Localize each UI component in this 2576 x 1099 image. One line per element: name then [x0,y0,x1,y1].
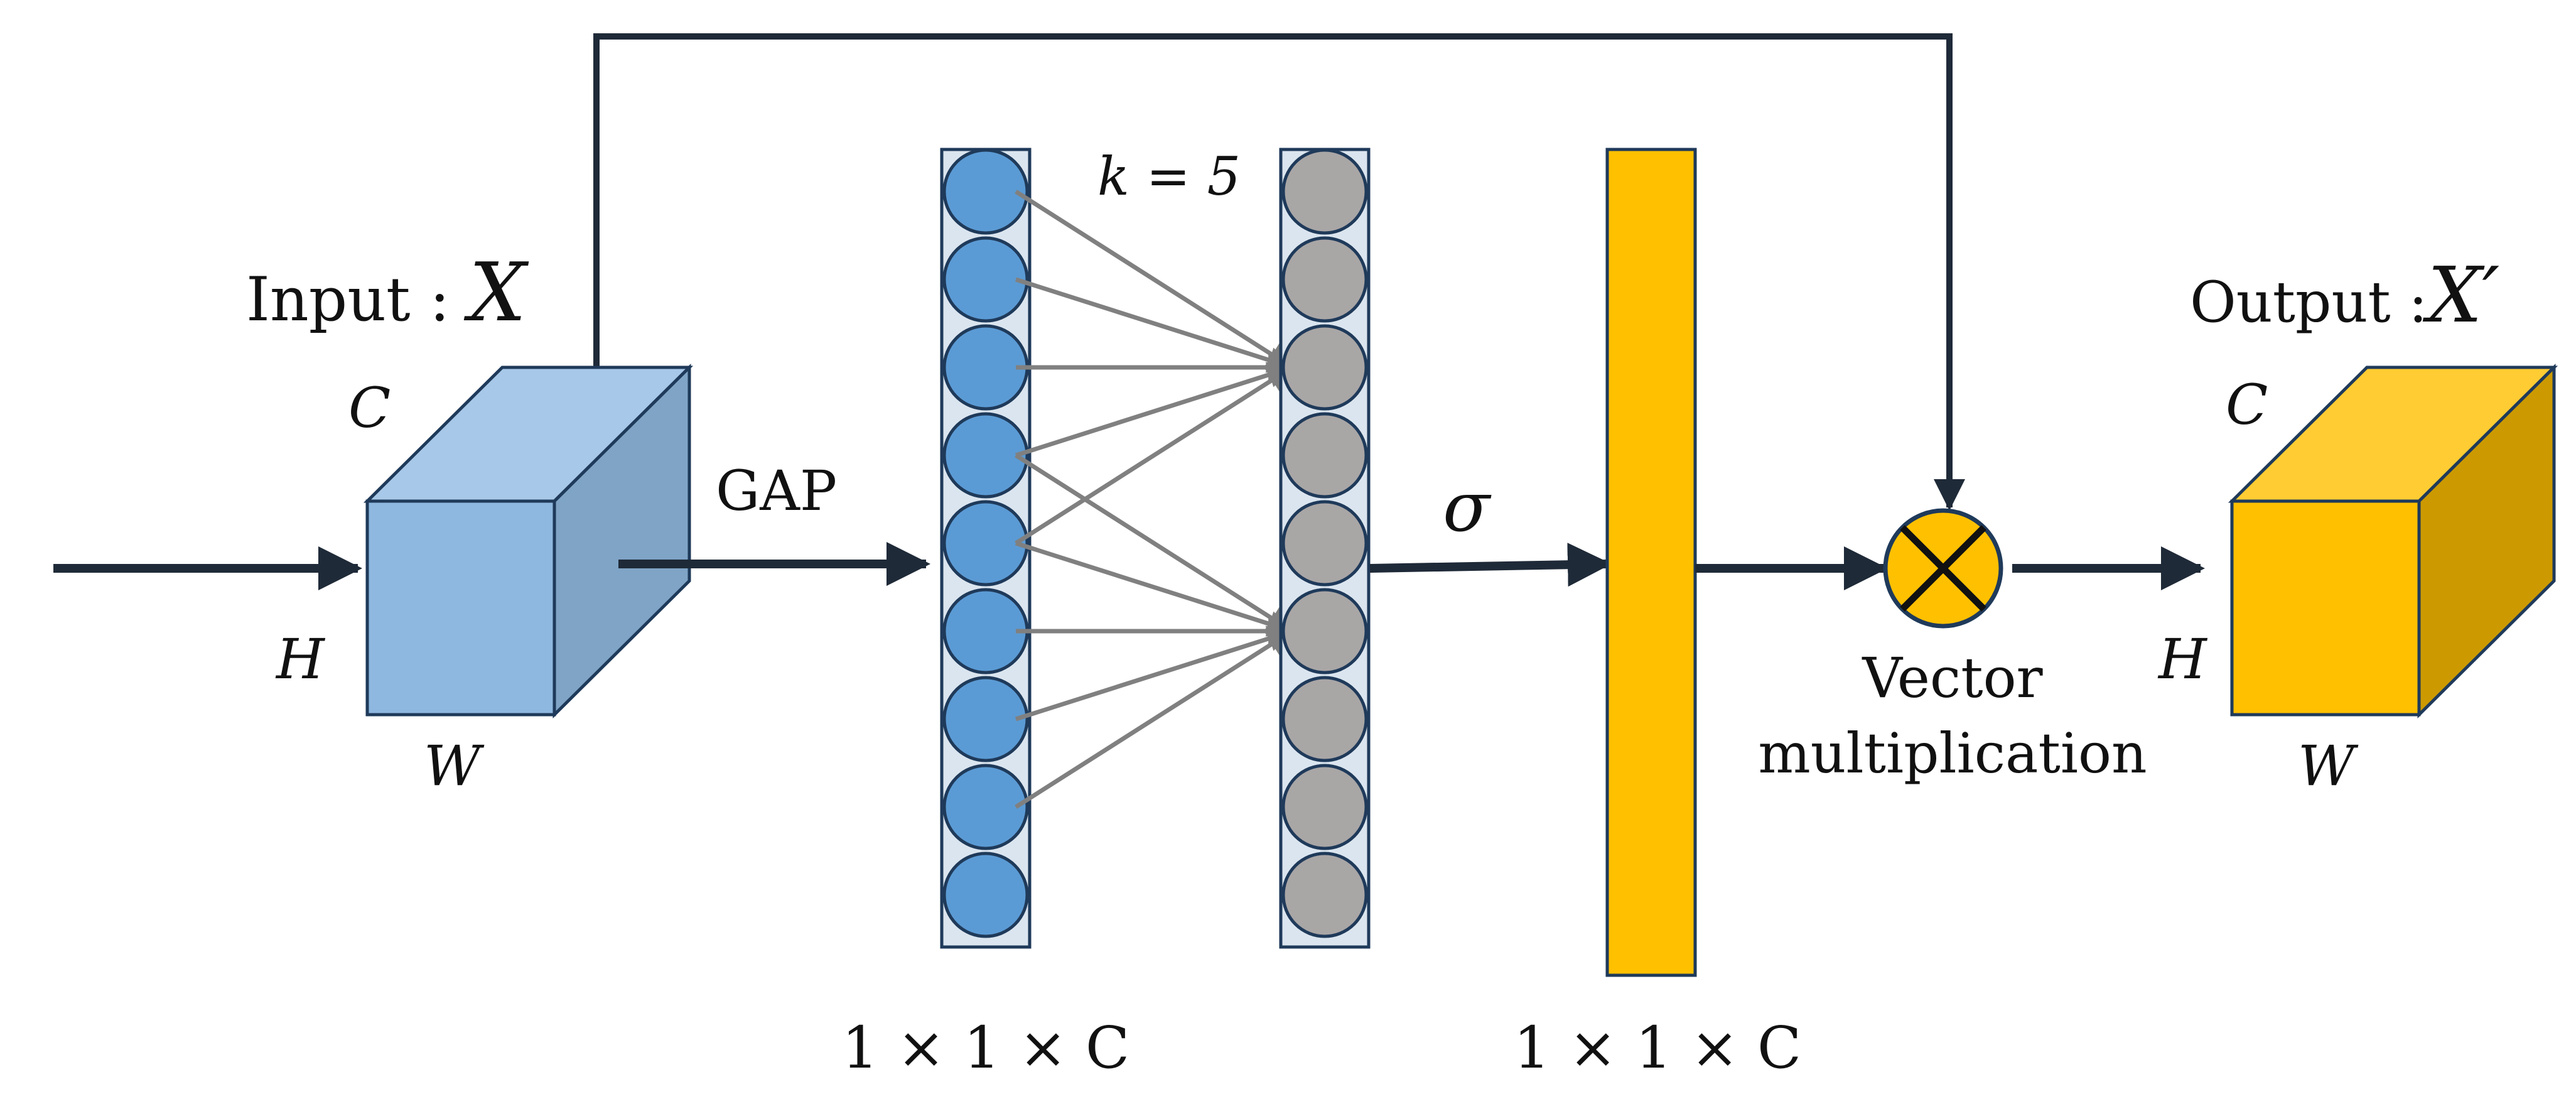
output-dim-w: W [2298,734,2359,798]
output-dim-h: H [2157,627,2208,691]
conv-node [1281,676,1368,762]
input-dim-w: W [424,734,485,798]
conv-connection-line [1015,629,1295,809]
gap-label: GAP [716,458,837,523]
sigma-arrow [1369,543,1612,587]
input-label: Input : X [246,246,529,340]
sigma-label: σ [1443,467,1492,547]
output-cube-front [2230,499,2421,717]
conv-connection-line [1015,453,1295,633]
conv-node [1281,852,1368,938]
pooled-node [942,764,1029,850]
kernel-label: k = 5 [1097,146,1241,207]
conv-node [1281,500,1368,587]
pooled-node [942,588,1029,674]
conv-node [1281,148,1368,235]
multiply-label-line2: multiplication [1758,721,2147,786]
pooled-node [942,236,1029,323]
conv-node [1281,588,1368,674]
multiply-icon [1883,508,2003,629]
output-label: Output :X′ [2190,251,2499,340]
multiply-label-line1: Vector [1862,646,2043,710]
input-cube-front [365,499,556,717]
conv-connections [1015,190,1295,809]
attention-weights-bar [1605,148,1697,977]
output-dim-c: C [2226,372,2268,437]
vector-size-label-left: 1 × 1 × C [842,1014,1130,1081]
skip-connection-arrow [593,33,1965,511]
conv-node [1281,764,1368,850]
pooled-nodes [942,148,1029,938]
conv-node [1281,236,1368,323]
conv-nodes [1281,148,1368,938]
conv-connection-line [1015,190,1295,369]
pooled-node [942,500,1029,587]
pooled-node [942,412,1029,499]
input-dim-c: C [348,376,391,440]
pooled-node [942,852,1029,938]
pooled-node [942,324,1029,411]
pooled-node [942,148,1029,235]
conv-connection-line [1015,541,1295,637]
output-cube [2228,364,2558,718]
conv-connection-line [1015,277,1295,373]
conv-node [1281,412,1368,499]
vector-size-label-right: 1 × 1 × C [1514,1014,1802,1081]
input-dim-h: H [275,627,326,691]
conv-connection-line [1015,362,1295,458]
input-cube [363,364,694,718]
conv-connection-line [1015,365,1295,545]
conv-node [1281,324,1368,411]
conv-connection-line [1015,625,1295,722]
pooled-node [942,676,1029,762]
